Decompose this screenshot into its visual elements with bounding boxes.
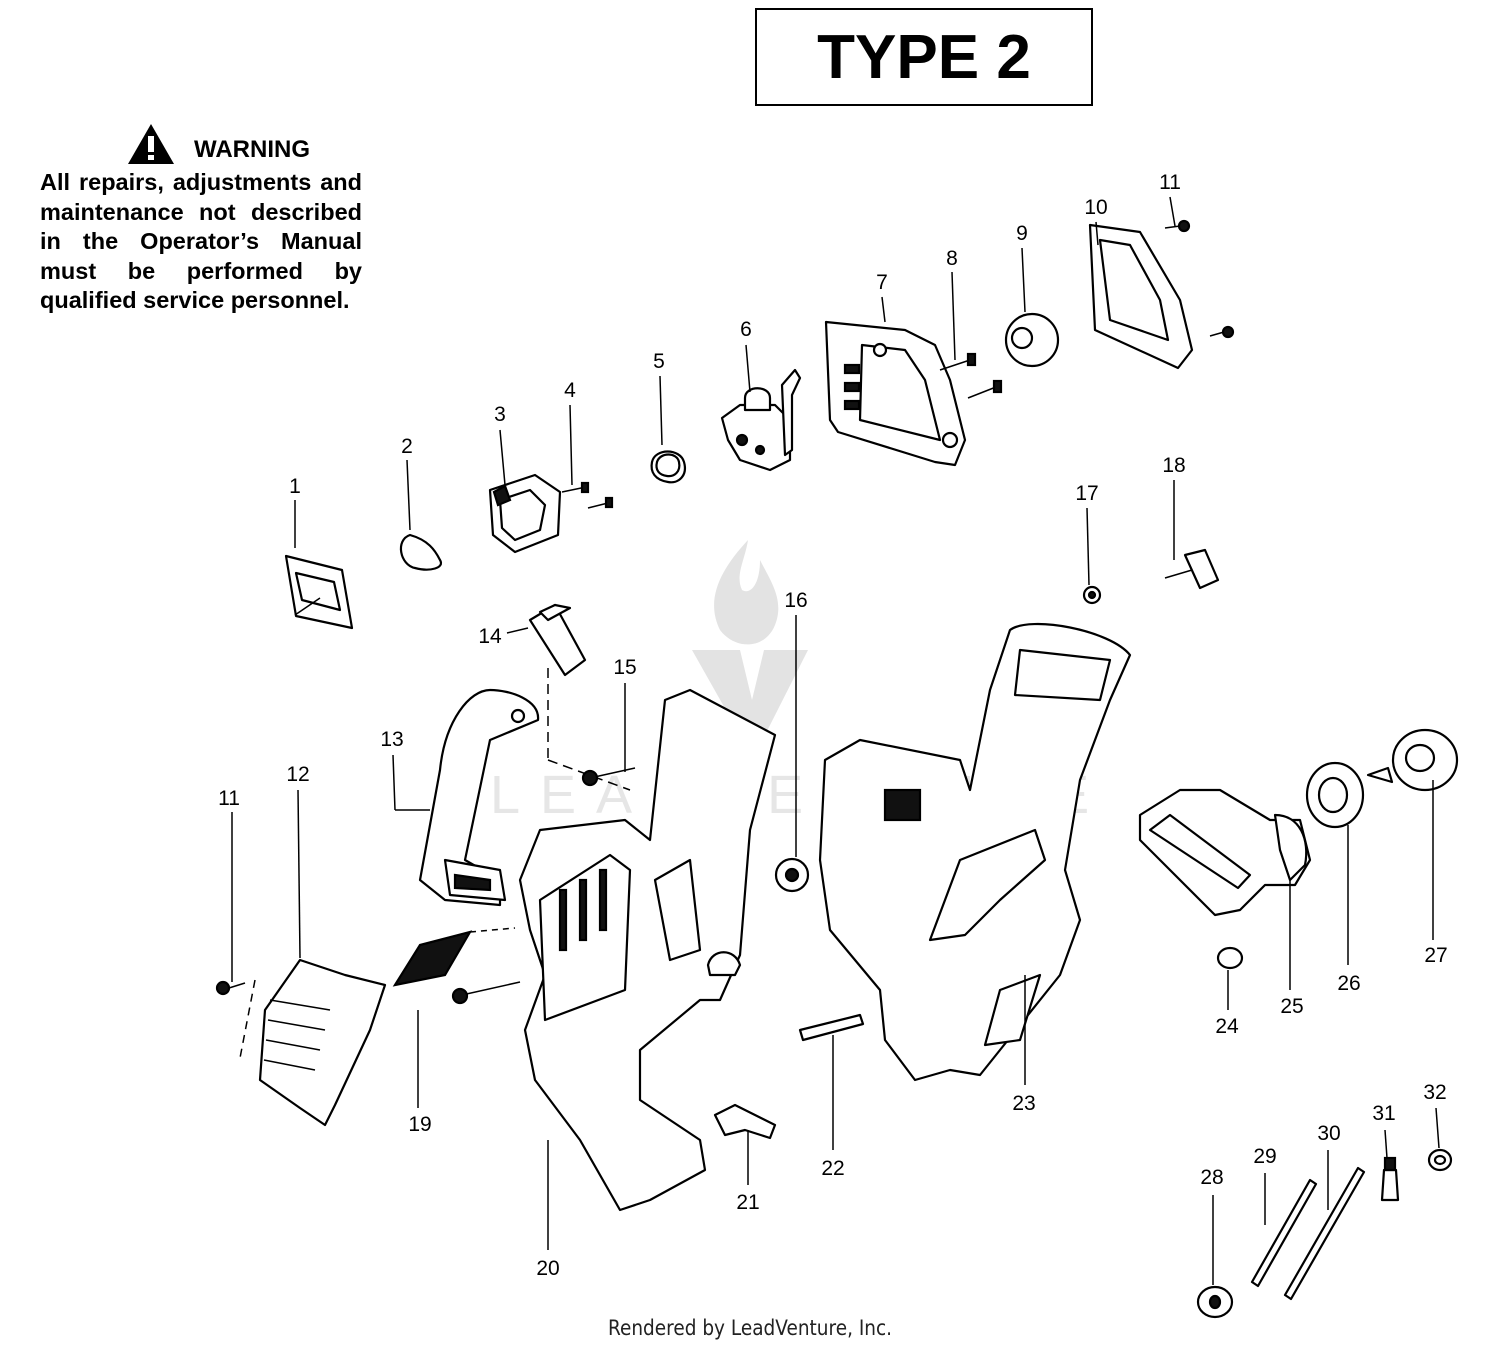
part-17-nut [1082,585,1102,605]
part-10-cover [1088,223,1194,370]
callout-label: 29 [1253,1145,1276,1168]
callout-label: 3 [494,403,506,426]
callout-label: 5 [653,350,665,373]
part-24-bushing [1216,946,1244,970]
part-9-filter [1004,312,1060,368]
callout-label: 1 [289,475,301,498]
part-21-clip [713,1103,777,1140]
part-20-housing [518,688,777,1212]
callout-label: 7 [876,271,888,294]
part-6-carburetor [720,368,802,472]
part-19-pad [392,927,516,987]
callout-label: 30 [1317,1122,1340,1145]
callout-label: 11 [1159,171,1181,194]
part-18-knob [1164,548,1220,590]
part-5-ring [650,450,686,484]
callout-label: 16 [784,589,807,612]
callout-label: 18 [1162,454,1185,477]
part-15-screw [581,767,636,787]
leader-lines [231,196,1440,1285]
callout-label: 13 [380,728,403,751]
part-7-air-box [824,320,967,467]
part-28-washer [1196,1285,1234,1319]
warning-text: All repairs, adjustments and maintenance… [40,169,362,314]
callout-label: 11 [218,787,240,810]
callout-label: 20 [536,1257,559,1280]
part-22-pin [798,1013,865,1042]
part-14-foam [528,603,631,791]
footer-credit: Rendered by LeadVenture, Inc. [607,1316,893,1340]
type-label: TYPE 2 [817,22,1031,92]
part-30-fuel-line [1283,1166,1366,1301]
callout-label: 2 [401,435,413,458]
type-label-box: TYPE 2 [755,8,1093,106]
screw-lower [451,981,521,1005]
part-13-handle [418,688,540,907]
callout-label: 14 [478,625,502,648]
callout-label: 8 [946,247,958,270]
part-25-tube [1138,788,1312,917]
part-23-housing-half [818,622,1132,1082]
callout-label: 31 [1372,1102,1395,1125]
part-31-fuel-filter [1380,1156,1400,1202]
callout-label: 22 [821,1157,844,1180]
callout-label: 32 [1423,1081,1446,1104]
callout-label: 4 [564,379,576,402]
warning-triangle-icon [128,124,174,164]
callout-label: 27 [1424,944,1447,967]
part-27-hub [1366,728,1459,792]
part-11-screw-left [215,979,256,1059]
callout-label: 17 [1075,482,1098,505]
callout-label: 10 [1084,196,1107,219]
callout-label: 23 [1012,1092,1035,1115]
callout-label: 25 [1280,995,1303,1018]
callout-label: 15 [613,656,636,679]
callout-labels: 1 2 3 4 5 6 7 8 9 10 11 18 17 14 16 15 1… [218,171,1448,1280]
part-12-cover [258,958,387,1127]
callout-label: 9 [1016,222,1028,245]
part-26-ring [1305,761,1365,829]
part-8-screws [939,352,1003,399]
callout-label: 28 [1200,1166,1223,1189]
warning-block: WARNING All repairs, adjustments and mai… [40,120,362,316]
part-1-gasket [284,554,354,630]
warning-header: WARNING [40,120,362,168]
callout-label: 21 [736,1191,759,1214]
part-29-fuel-line [1250,1178,1318,1288]
callout-label: 26 [1337,972,1360,995]
callout-label: 19 [408,1113,431,1136]
callout-label: 12 [286,763,309,786]
part-32-grommet [1427,1148,1453,1172]
part-2-seal [399,533,443,571]
part-16-gear [774,857,810,893]
callout-label: 6 [740,318,752,341]
warning-title: WARNING [194,136,310,163]
part-3-spacer [488,473,562,554]
part-4-screws [561,481,614,509]
part-11-screws-top [1164,219,1235,339]
callout-label: 24 [1215,1015,1239,1038]
